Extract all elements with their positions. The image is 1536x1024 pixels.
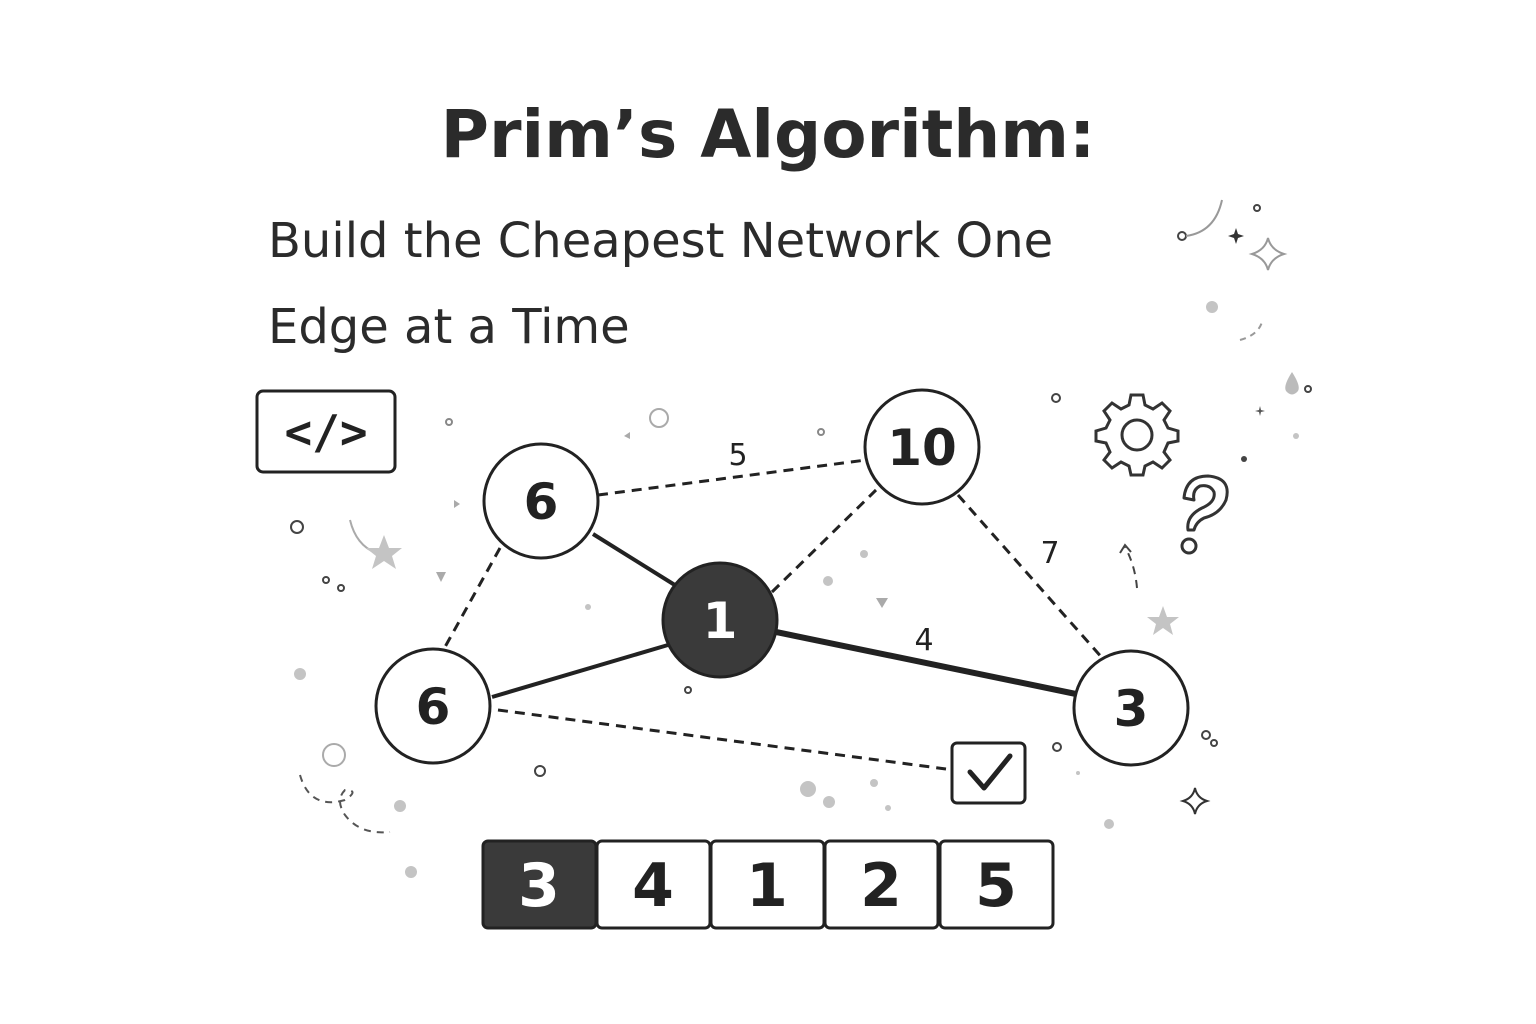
page-title: Prim’s Algorithm: xyxy=(440,96,1096,173)
edge-6-10 xyxy=(597,458,867,497)
node-label: 10 xyxy=(887,419,957,477)
triangle-icon xyxy=(876,598,888,608)
node-label: 6 xyxy=(416,678,451,736)
code-badge-label: </> xyxy=(284,405,367,459)
star-icon xyxy=(1147,606,1179,635)
edge-6b-check xyxy=(497,708,947,771)
triangle-icon xyxy=(436,572,446,582)
array-value: 1 xyxy=(746,851,788,921)
code-icon: </> xyxy=(255,389,397,474)
page-subtitle: Build the Cheapest Network One Edge at a… xyxy=(268,213,1054,355)
triangle-icon xyxy=(624,432,630,439)
gear-icon xyxy=(1094,393,1180,477)
edge-10-3 xyxy=(956,494,1106,661)
checkmark-icon xyxy=(950,741,1027,805)
array-value: 4 xyxy=(632,851,674,921)
edge-6b-1 xyxy=(491,643,669,699)
array-value: 5 xyxy=(975,851,1017,921)
question-icon xyxy=(1180,474,1229,555)
edge-label-7: 7 xyxy=(1040,536,1059,571)
sparkle-icon xyxy=(1228,228,1244,244)
edge-label-4: 4 xyxy=(914,623,933,658)
edge-6-6b xyxy=(438,547,502,657)
graph-node: 6 xyxy=(374,647,492,765)
edge-label-5: 5 xyxy=(728,438,747,473)
edge-1-3 xyxy=(775,629,1077,697)
node-label: 3 xyxy=(1114,680,1149,738)
edge-6-1 xyxy=(591,532,680,589)
node-label: 6 xyxy=(524,473,559,531)
array-cell: 4 xyxy=(595,839,712,930)
graph-node: 10 xyxy=(863,388,981,506)
sparkle-icon xyxy=(1248,237,1288,271)
graph-node: 3 xyxy=(1072,649,1190,767)
sparkle-icon xyxy=(1255,406,1265,416)
decorations xyxy=(290,199,1312,834)
droplet-icon xyxy=(1285,372,1299,395)
edge-1-10 xyxy=(770,488,878,594)
graph-node-start: 1 xyxy=(661,561,779,679)
triangle-icon xyxy=(454,500,460,508)
edges xyxy=(438,458,1106,771)
star-icon xyxy=(366,535,402,569)
array-cell: 2 xyxy=(823,839,940,930)
decoration-dots xyxy=(294,301,1299,878)
array-value: 2 xyxy=(860,851,902,921)
sparkle-icon xyxy=(1179,787,1211,815)
array-cell: 3 xyxy=(481,839,598,930)
graph-node: 6 xyxy=(482,442,600,560)
array-value: 3 xyxy=(518,851,560,921)
array-cell: 5 xyxy=(938,839,1055,930)
array-cell: 1 xyxy=(709,839,826,930)
node-label: 1 xyxy=(703,592,738,650)
